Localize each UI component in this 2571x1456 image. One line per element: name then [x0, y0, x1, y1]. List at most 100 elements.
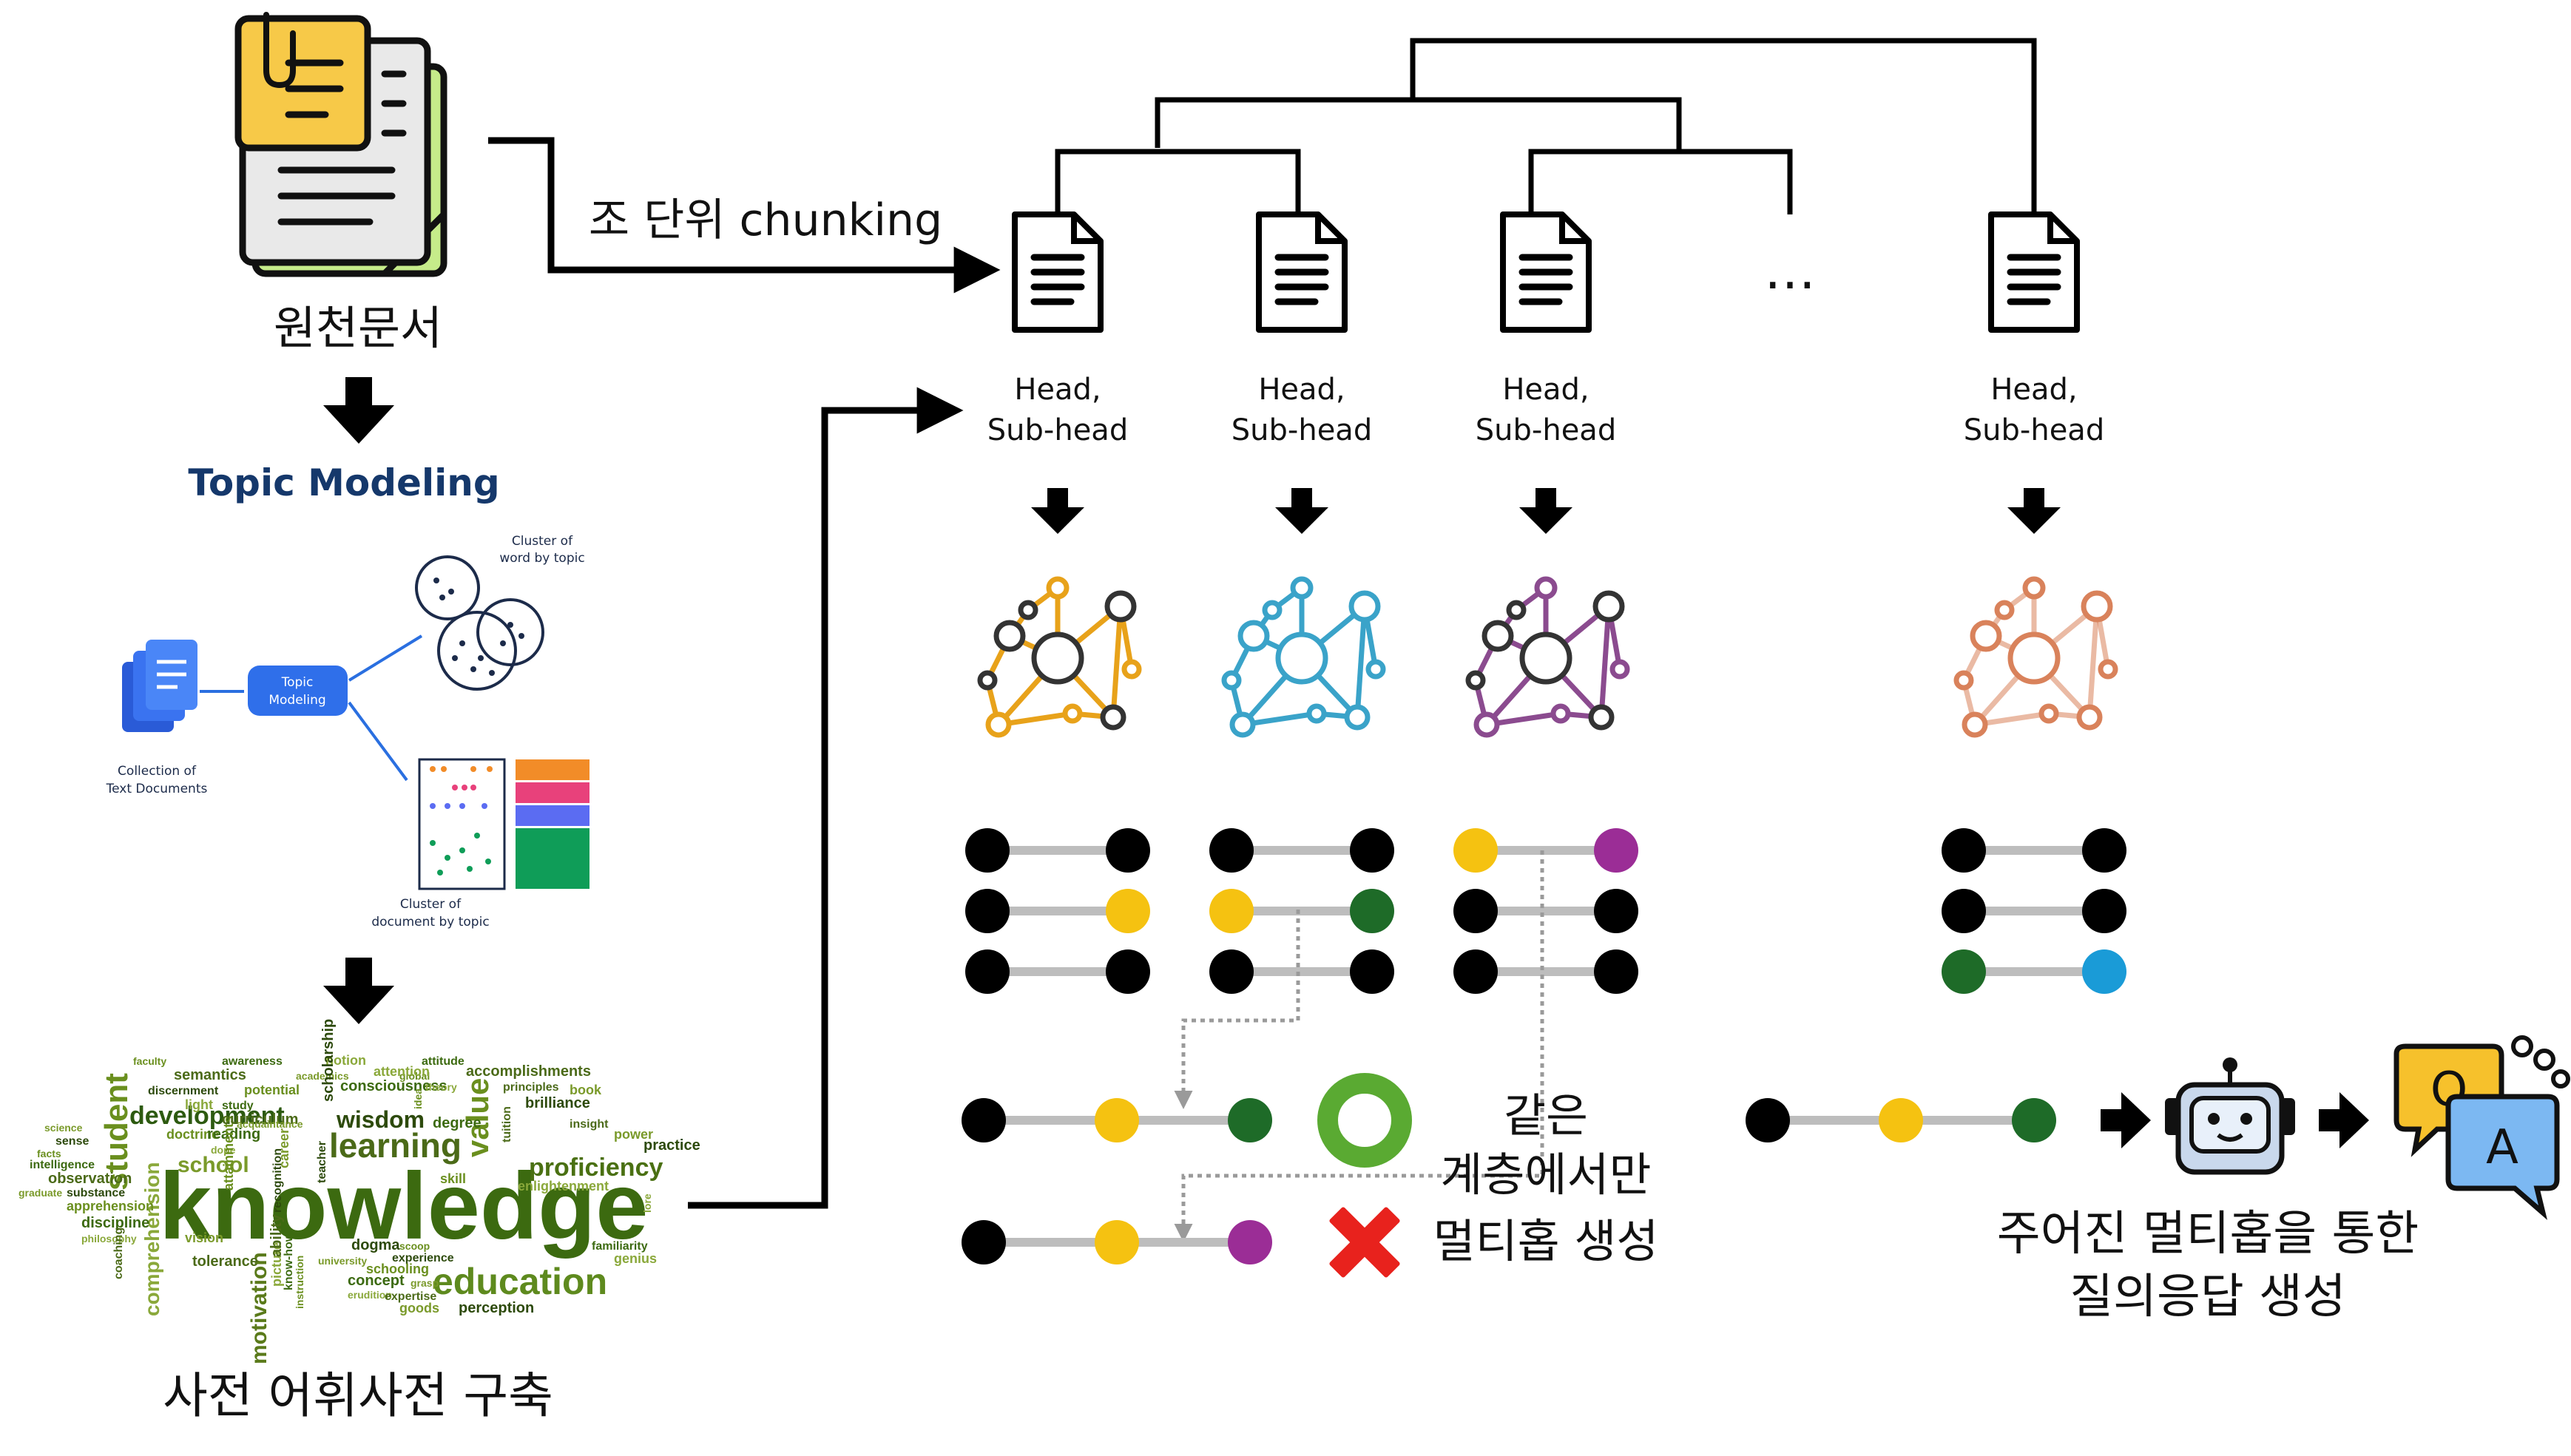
- word-idea: idea: [412, 1088, 424, 1109]
- word-discernment: discernment: [148, 1085, 219, 1097]
- chain-node: [1228, 1220, 1272, 1264]
- word-familiarity: familiarity: [592, 1240, 648, 1253]
- entity-pair: [1942, 889, 2126, 933]
- valid-check-icon: [1317, 1073, 1412, 1168]
- vocab-arrow: [688, 387, 964, 1209]
- chain-node: [1746, 1098, 1790, 1142]
- entity-pair: [1942, 949, 2126, 994]
- word-intelligence: intelligence: [30, 1159, 95, 1171]
- word-global: global: [399, 1070, 430, 1082]
- chunk-document-icon: [1500, 211, 1592, 333]
- word-acquaintance: acquaintance: [237, 1118, 303, 1130]
- entity-pair: [1942, 828, 2126, 873]
- word-motivation: motivation: [247, 1252, 271, 1364]
- chunk-label-head: Head,: [1990, 373, 2077, 407]
- word-tuition: tuition: [501, 1106, 513, 1142]
- entity-pair: [1209, 828, 1394, 873]
- word-dope: dope: [211, 1144, 236, 1156]
- chunk-label-subhead: Sub-head: [1964, 413, 2104, 447]
- chunk-label-subhead: Sub-head: [1476, 413, 1616, 447]
- chunk-document-icon: [1988, 211, 2080, 333]
- word-scoop: scoop: [399, 1240, 430, 1252]
- invalid-multihop-chain: [962, 1220, 1272, 1264]
- right-arrow-icon: [2319, 1092, 2369, 1148]
- cluster-doc-label-1: Cluster of: [400, 897, 462, 912]
- ellipsis-label: …: [1764, 240, 1816, 301]
- word-substance: substance: [67, 1187, 125, 1199]
- multihop-chains: [962, 1098, 1272, 1264]
- collection-label-2: Text Documents: [106, 782, 208, 796]
- down-arrow-icon: [2007, 488, 2061, 534]
- chain-node: [1095, 1220, 1139, 1264]
- word-career: career: [277, 1128, 291, 1168]
- topic-bar-orange: [516, 759, 589, 780]
- word-dogma: dogma: [351, 1237, 400, 1253]
- word-science: science: [44, 1122, 83, 1134]
- chunk-label-subhead: Sub-head: [987, 413, 1128, 447]
- word-concept: concept: [348, 1273, 405, 1289]
- word-school: school: [178, 1153, 249, 1177]
- topic-bar-green: [516, 828, 589, 889]
- cluster-word-label-2: word by topic: [499, 551, 584, 566]
- word-attention: attention: [374, 1064, 430, 1079]
- word-book: book: [570, 1083, 602, 1097]
- topic-bar-blue: [516, 805, 589, 826]
- chunk-column: Head, Sub-head: [1453, 211, 1638, 994]
- entity-pair: [1453, 828, 1638, 873]
- source-document-icon: [234, 12, 447, 277]
- entity-pair: [965, 889, 1150, 933]
- chain-node: [2012, 1098, 2056, 1142]
- word-erudition: erudition: [348, 1289, 392, 1301]
- word-apprehension: apprehension: [67, 1199, 154, 1213]
- chunking-label: 조 단위 chunking: [589, 194, 942, 246]
- invalid-cross-icon: [1329, 1207, 1400, 1278]
- qa-label-2: 질의응답 생성: [2070, 1270, 2346, 1324]
- topic-modeling-illustration: Topic Modeling Cluster of word by topic …: [106, 534, 589, 930]
- chain-node: [1228, 1098, 1272, 1142]
- word-light: light: [185, 1097, 213, 1112]
- word-discipline: discipline: [81, 1215, 149, 1231]
- word-enlightenment: enlightenment: [518, 1179, 609, 1193]
- word-cloud: knowledge education learning development…: [98, 1073, 663, 1364]
- word-university: university: [318, 1255, 367, 1267]
- robot-icon: [2165, 1057, 2295, 1175]
- word-power: power: [614, 1127, 653, 1142]
- word-comprehension: comprehension: [141, 1162, 163, 1316]
- topic-node-label-1: Topic: [281, 675, 314, 690]
- network-graph-icon: [1465, 576, 1630, 738]
- word-picture: picture: [269, 1242, 284, 1287]
- entity-pair: [965, 828, 1150, 873]
- word-teacher: teacher: [316, 1141, 328, 1183]
- qa-a-letter: A: [2486, 1120, 2518, 1175]
- word-practice: practice: [643, 1137, 700, 1154]
- cluster-doc-label-2: document by topic: [371, 915, 489, 930]
- multihop-valid-label-1: 같은: [1504, 1088, 1588, 1142]
- word-theory: theory: [425, 1081, 457, 1093]
- word-know-how: know-how: [283, 1232, 295, 1290]
- word-cloud-caption: 사전 어휘사전 구축: [163, 1367, 553, 1424]
- word-experience: experience: [392, 1252, 454, 1264]
- word-lore: lore: [641, 1193, 653, 1213]
- chunk-label-head: Head,: [1502, 373, 1589, 407]
- entity-pair: [1209, 949, 1394, 994]
- word-skill: skill: [440, 1171, 466, 1186]
- word-scholarship: scholarship: [320, 1019, 337, 1102]
- hierarchy-tree: [1055, 38, 2037, 214]
- word-facts: facts: [37, 1148, 61, 1159]
- word-value: value: [460, 1078, 495, 1157]
- entity-pair: [1453, 949, 1638, 994]
- word-education: education: [433, 1261, 607, 1302]
- chain-node: [962, 1220, 1006, 1264]
- valid-multihop-chain: [962, 1098, 1272, 1142]
- word-perception: perception: [459, 1300, 534, 1316]
- chunk-column: Head,Sub-head: [1209, 211, 1394, 994]
- chunk-label-head: Head,: [1014, 373, 1101, 407]
- word-tolerance: tolerance: [192, 1253, 258, 1270]
- word-goods: goods: [399, 1301, 439, 1316]
- word-philosophy: philosophy: [81, 1233, 137, 1245]
- chunk-document-icon: [1256, 211, 1348, 333]
- word-ability: ability: [268, 1213, 285, 1257]
- word-knowledge: knowledge: [159, 1154, 648, 1259]
